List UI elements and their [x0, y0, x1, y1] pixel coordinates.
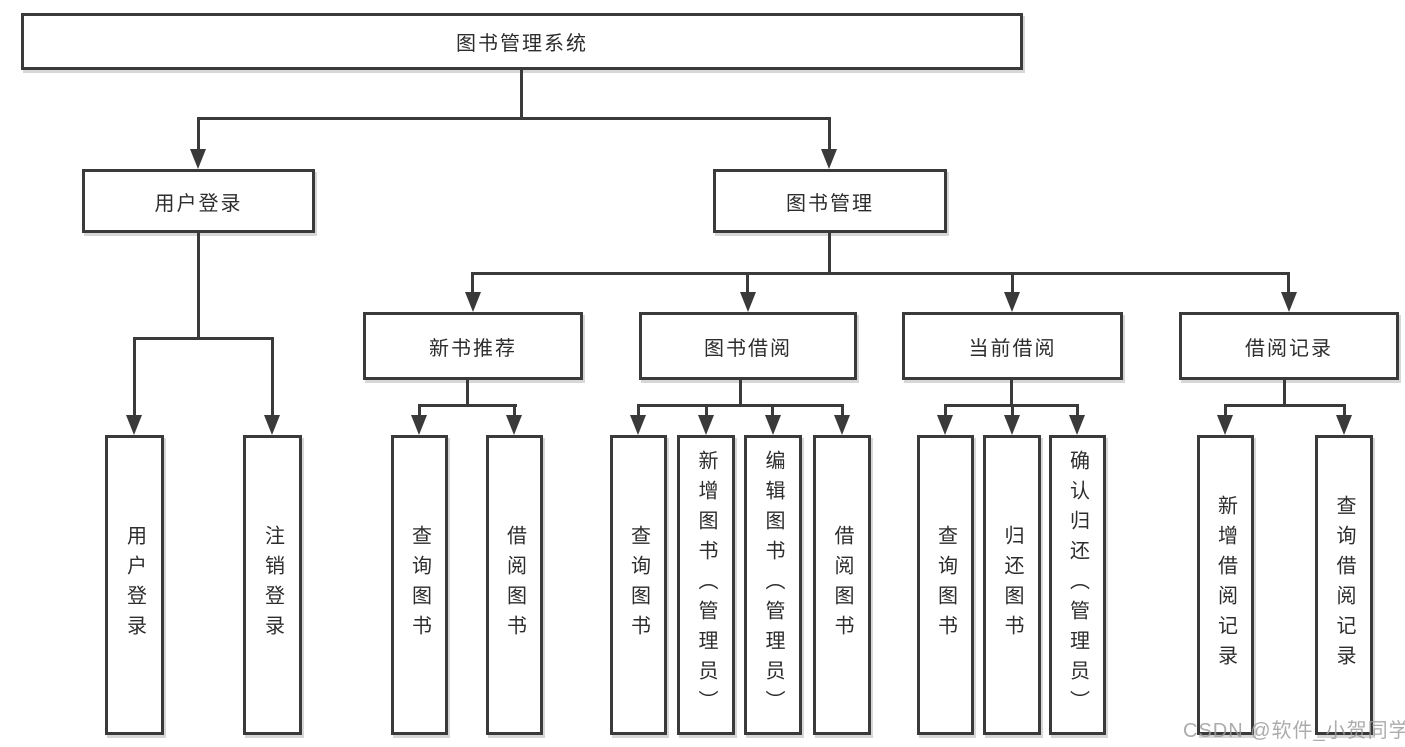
node-current-borrow: 当前借阅: [902, 312, 1123, 380]
arrowhead-icon: [126, 415, 142, 435]
connector-current-stem: [1010, 380, 1013, 406]
connector-drop-leaf: [637, 404, 640, 417]
connector-borrow-stem: [739, 380, 742, 406]
connector-user-bus: [133, 337, 274, 340]
arrowhead-icon: [937, 415, 953, 435]
connector-recommend-bus: [418, 404, 517, 407]
arrowhead-icon: [1336, 415, 1352, 435]
node-user-login: 用户登录: [82, 169, 315, 233]
connector-drop-leaf: [1076, 404, 1079, 417]
leaf-borrow-query-books: 查询图书: [610, 435, 667, 735]
arrowhead-icon: [740, 292, 756, 312]
arrowhead-icon: [1004, 415, 1020, 435]
node-book-management: 图书管理: [713, 169, 947, 233]
connector-borrow-bus: [637, 404, 844, 407]
node-root-system: 图书管理系统: [21, 13, 1023, 70]
arrowhead-icon: [1069, 415, 1085, 435]
connector-drop-leaf: [841, 404, 844, 417]
node-new-book-recommend: 新书推荐: [363, 312, 583, 380]
connector-drop-management: [828, 117, 831, 152]
connector-drop-leaf: [944, 404, 947, 417]
leaf-user-login: 用户登录: [105, 435, 164, 735]
connector-drop-module: [1287, 272, 1290, 294]
arrowhead-icon: [821, 149, 837, 169]
connector-drop-user: [197, 117, 200, 152]
csdn-watermark: CSDN @软件_小贺同学: [1183, 720, 1405, 742]
arrowhead-icon: [190, 149, 206, 169]
connector-drop-module: [1011, 272, 1014, 294]
connector-records-stem: [1283, 380, 1286, 406]
arrowhead-icon: [411, 415, 427, 435]
leaf-add-borrow-record: 新增借阅记录: [1197, 435, 1254, 735]
arrowhead-icon: [1004, 292, 1020, 312]
leaf-recommend-borrow-books: 借阅图书: [486, 435, 543, 735]
arrowhead-icon: [834, 415, 850, 435]
connector-management-stem: [828, 233, 831, 275]
connector-records-bus: [1224, 404, 1345, 407]
connector-drop-leaf: [1343, 404, 1346, 417]
connector-drop-leaf: [1224, 404, 1227, 417]
connector-level2-bus: [197, 117, 831, 120]
leaf-edit-books-admin: 编辑图书（管理员）: [744, 435, 802, 735]
arrowhead-icon: [1281, 292, 1297, 312]
connector-user-stem: [197, 233, 200, 339]
arrowhead-icon: [765, 415, 781, 435]
arrowhead-icon: [1217, 415, 1233, 435]
leaf-confirm-return-admin: 确认归还（管理员）: [1049, 435, 1106, 735]
connector-drop-leaf: [133, 337, 136, 417]
connector-level3-bus: [471, 272, 1290, 275]
arrowhead-icon: [465, 292, 481, 312]
arrowhead-icon: [506, 415, 522, 435]
node-book-borrow: 图书借阅: [639, 312, 857, 380]
connector-drop-module: [471, 272, 474, 294]
leaf-query-borrow-record: 查询借阅记录: [1315, 435, 1373, 735]
leaf-logout: 注销登录: [243, 435, 302, 735]
connector-drop-module: [746, 272, 749, 294]
connector-recommend-stem: [466, 380, 469, 406]
connector-drop-leaf: [705, 404, 708, 417]
leaf-borrow-books: 借阅图书: [813, 435, 871, 735]
connector-root-stem: [520, 69, 523, 119]
leaf-recommend-query-books: 查询图书: [391, 435, 448, 735]
leaf-current-query-books: 查询图书: [917, 435, 974, 735]
arrowhead-icon: [698, 415, 714, 435]
leaf-return-books: 归还图书: [983, 435, 1041, 735]
node-borrow-records: 借阅记录: [1179, 312, 1399, 380]
arrowhead-icon: [630, 415, 646, 435]
connector-drop-leaf: [1011, 404, 1014, 417]
connector-drop-leaf: [418, 404, 421, 417]
connector-drop-leaf: [771, 404, 774, 417]
arrowhead-icon: [264, 415, 280, 435]
leaf-add-books-admin: 新增图书（管理员）: [677, 435, 735, 735]
connector-drop-leaf: [271, 337, 274, 417]
connector-drop-leaf: [513, 404, 516, 417]
